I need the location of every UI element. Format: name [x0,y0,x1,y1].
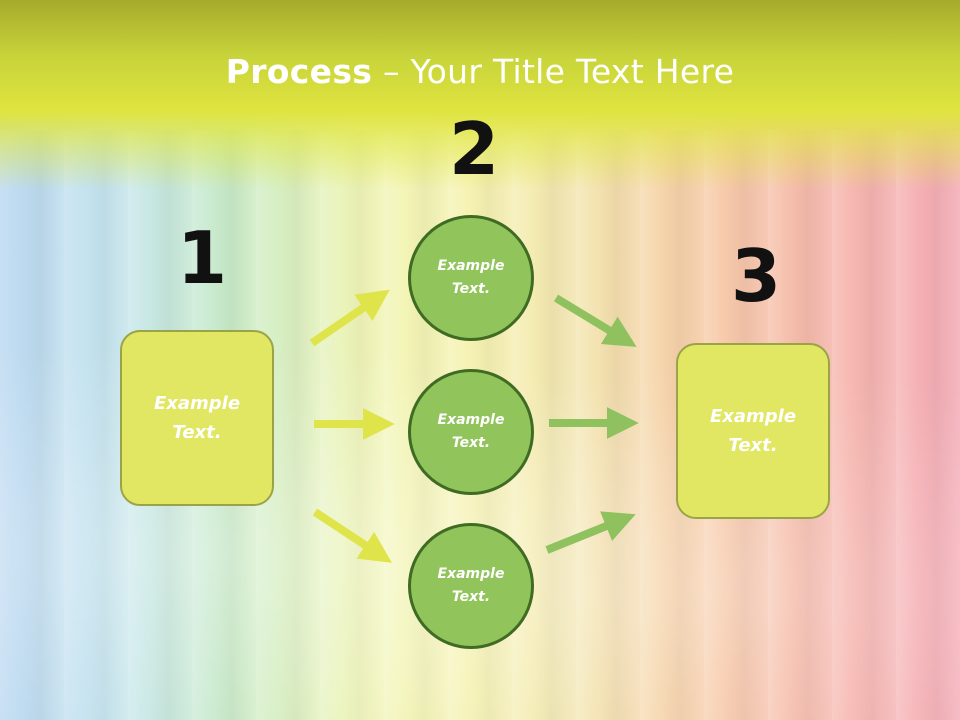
arrow-2-top-to-3 [553,294,637,347]
step-1-box: Example Text. [120,330,274,506]
title-rest: – Your Title Text Here [372,52,735,91]
arrow-1-to-2-bottom [312,508,393,563]
step-number-2: 2 [449,107,500,191]
step-2-circle-bottom-text: Example Text. [437,566,505,605]
arrow-1-to-2-top [309,289,390,347]
step-number-3: 3 [731,234,782,318]
step-3-text: Example Text. [709,406,797,456]
step-3-box: Example Text. [676,343,830,519]
step-2-circle-middle-text: Example Text. [437,412,505,451]
step-number-1: 1 [177,216,228,300]
step-2-circle-top-text: Example Text. [437,258,505,297]
step-2-circle-top: Example Text. [408,215,534,341]
header-band [0,0,960,190]
slide-title: Process – Your Title Text Here [0,52,960,91]
step-1-text: Example Text. [153,393,241,443]
title-bold: Process [225,52,373,91]
step-2-circle-middle: Example Text. [408,369,534,495]
step-2-circle-bottom: Example Text. [408,523,534,649]
arrow-2-bottom-to-3 [545,511,636,554]
